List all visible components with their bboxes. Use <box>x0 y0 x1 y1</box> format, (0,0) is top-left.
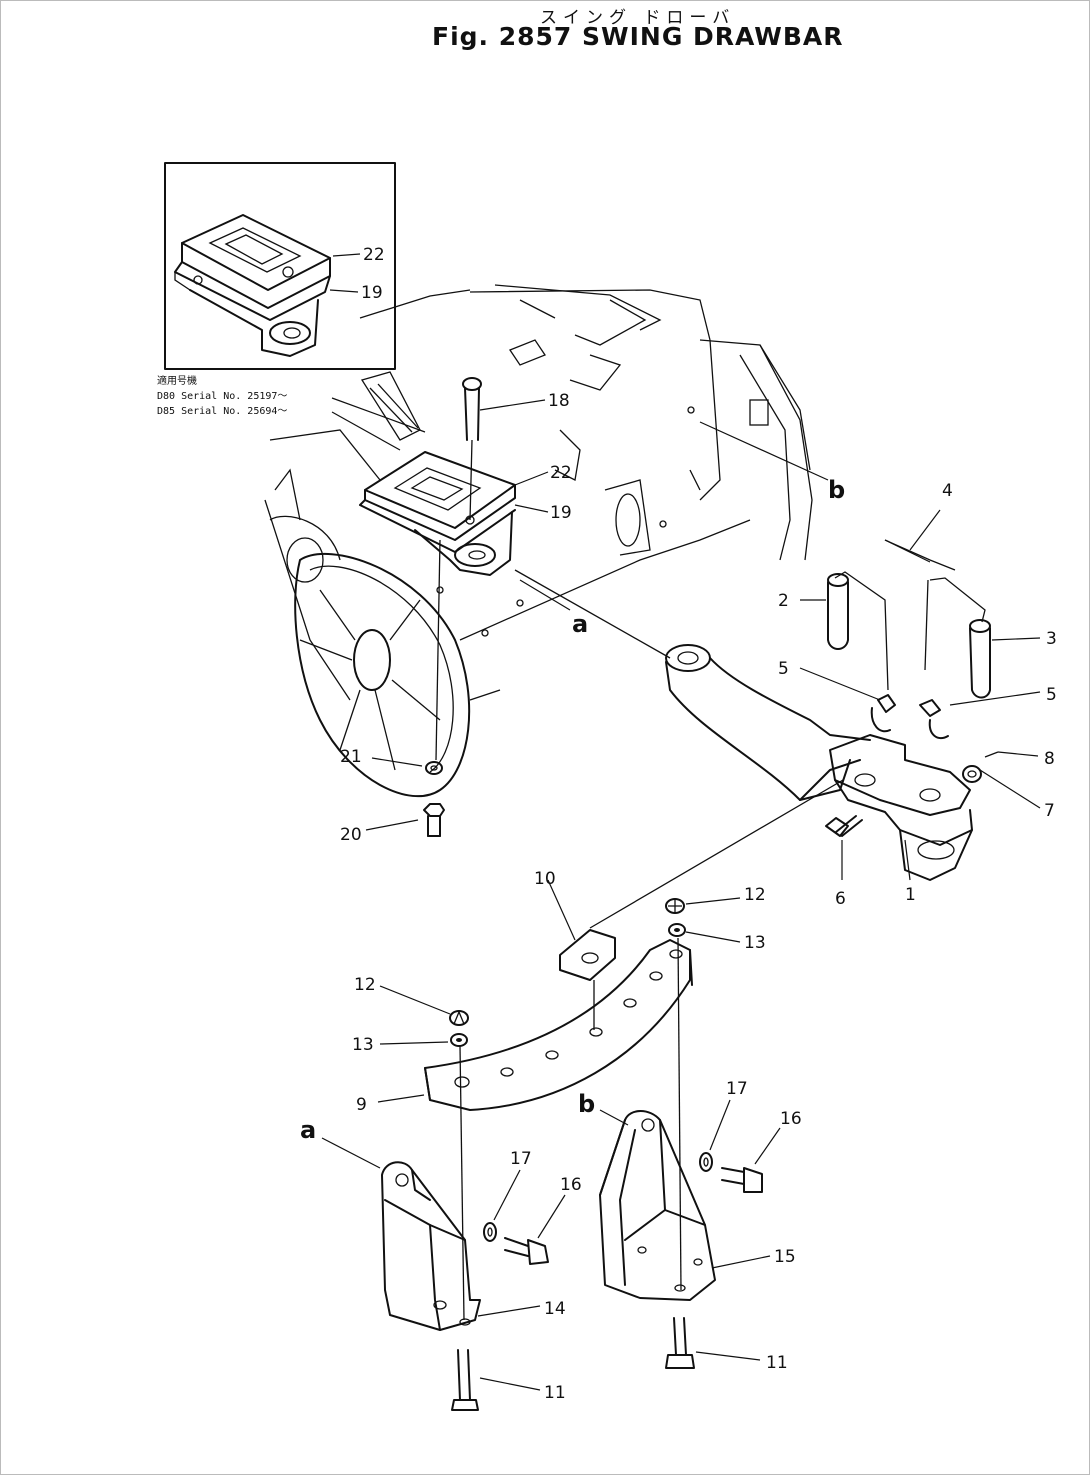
callout-9: 9 <box>356 1095 367 1115</box>
callout-15: 15 <box>774 1247 796 1267</box>
callout-12-right: 12 <box>744 885 766 905</box>
callout-11-left: 11 <box>544 1383 566 1403</box>
callout-a-low: a <box>300 1116 316 1144</box>
inset-detail <box>164 162 396 370</box>
callout-17-left: 17 <box>510 1149 532 1169</box>
callout-13-left: 13 <box>352 1035 374 1055</box>
callout-12-left: 12 <box>354 975 376 995</box>
bracket-15 <box>599 1099 781 1369</box>
callout-8: 8 <box>1044 749 1055 769</box>
callout-5-left: 5 <box>778 659 789 679</box>
callout-a-mid: a <box>572 610 588 638</box>
callout-20: 20 <box>340 825 362 845</box>
callout-14: 14 <box>544 1299 566 1319</box>
callout-10: 10 <box>534 869 556 889</box>
drawbar-support-assembly <box>331 377 549 761</box>
tractor-body-outline <box>264 284 813 798</box>
callout-17-right: 17 <box>726 1079 748 1099</box>
callout-3: 3 <box>1046 629 1057 649</box>
callout-11-right: 11 <box>766 1353 788 1373</box>
inset-note-d85: D85 Serial No. 25694～ <box>157 406 288 417</box>
japanese-title: スイング ドローバ <box>540 8 736 28</box>
inset-note-heading: 適用号機 <box>157 376 197 387</box>
callout-6: 6 <box>835 889 846 909</box>
callout-7: 7 <box>1044 801 1055 821</box>
callout-b-top: b <box>828 476 845 504</box>
callout-b-low: b <box>578 1090 595 1118</box>
callout-19: 19 <box>550 503 572 523</box>
bracket-14 <box>321 1137 566 1411</box>
drawbar-arm <box>514 421 1041 929</box>
callout-22-inset: 22 <box>363 245 385 265</box>
callout-18: 18 <box>548 391 570 411</box>
callout-4: 4 <box>942 481 953 501</box>
inset-note-d80: D80 Serial No. 25197～ <box>157 391 288 402</box>
callout-5-right: 5 <box>1046 685 1057 705</box>
callout-2: 2 <box>778 591 789 611</box>
figure-title: Fig. 2857 SWING DRAWBAR <box>432 22 844 51</box>
callout-22: 22 <box>550 463 572 483</box>
callout-16-right: 16 <box>780 1109 802 1129</box>
bolt-20-washer-21 <box>365 757 445 837</box>
callout-21: 21 <box>340 747 362 767</box>
callout-13-right: 13 <box>744 933 766 953</box>
callout-labels: 22 19 18 22 19 b 4 a 2 3 5 5 8 7 21 20 6… <box>300 245 1057 1403</box>
callout-19-inset: 19 <box>361 283 383 303</box>
swing-rail <box>377 879 741 1321</box>
callout-16-left: 16 <box>560 1175 582 1195</box>
callout-1: 1 <box>905 885 916 905</box>
